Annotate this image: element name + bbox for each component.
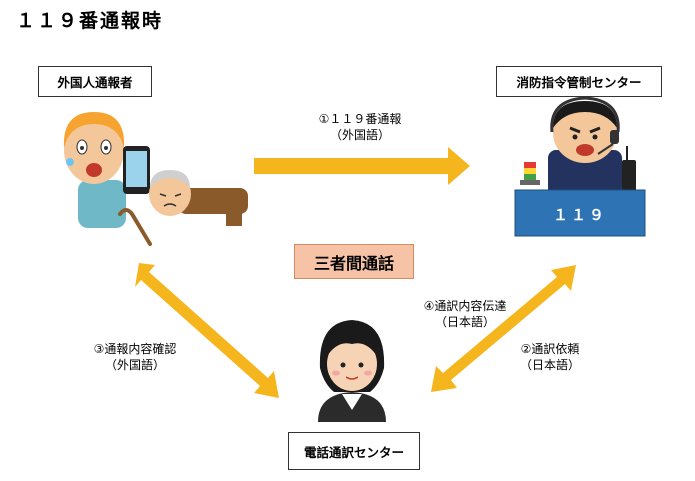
label-step-4: ④通訳内容伝達 （日本語） [410,298,520,330]
label-step-2-lang: （日本語） [519,358,580,372]
interpreter-illustration [318,320,386,422]
dispatch-center-box: 消防指令管制センター [496,66,662,97]
label-step-1-title: ①１１９番通報 [318,112,402,126]
arrow-call-119 [254,147,470,185]
label-step-1: ①１１９番通報 （外国語） [300,111,420,143]
arrow-caller-interpreter [135,263,279,398]
signal-light-icon [520,162,540,185]
three-way-call-label: 三者間通話 [313,253,394,273]
label-step-3: ③通報内容確認 （外国語） [80,341,190,373]
arrow-dispatch-interpreter [431,265,576,392]
foreign-caller-box: 外国人通報者 [38,66,152,97]
smartphone-icon [123,146,150,194]
foreign-caller-illustration [63,112,126,228]
console-number: １１９ [552,206,607,224]
label-step-3-title: ③通報内容確認 [93,342,177,356]
label-step-4-lang: （日本語） [434,315,495,329]
interpretation-center-label: 電話通訳センター [303,444,404,460]
foreign-caller-label: 外国人通報者 [57,75,133,90]
label-step-4-title: ④通訳内容伝達 [423,299,507,313]
label-step-2: ②通訳依頼 （日本語） [500,341,600,373]
fallen-elderly-illustration [149,170,248,226]
dispatch-console [514,189,646,237]
walking-cane-icon [118,208,152,246]
three-way-call-box: 三者間通話 [294,244,414,279]
dispatch-operator-illustration [548,96,622,196]
dispatch-center-label: 消防指令管制センター [516,75,642,90]
label-step-2-title: ②通訳依頼 [520,342,580,356]
radio-transceiver-icon [622,146,636,194]
page-title: １１９番通報時 [16,10,164,32]
interpretation-center-box: 電話通訳センター [288,432,420,470]
label-step-1-lang: （外国語） [329,128,390,142]
label-step-3-lang: （外国語） [104,358,165,372]
